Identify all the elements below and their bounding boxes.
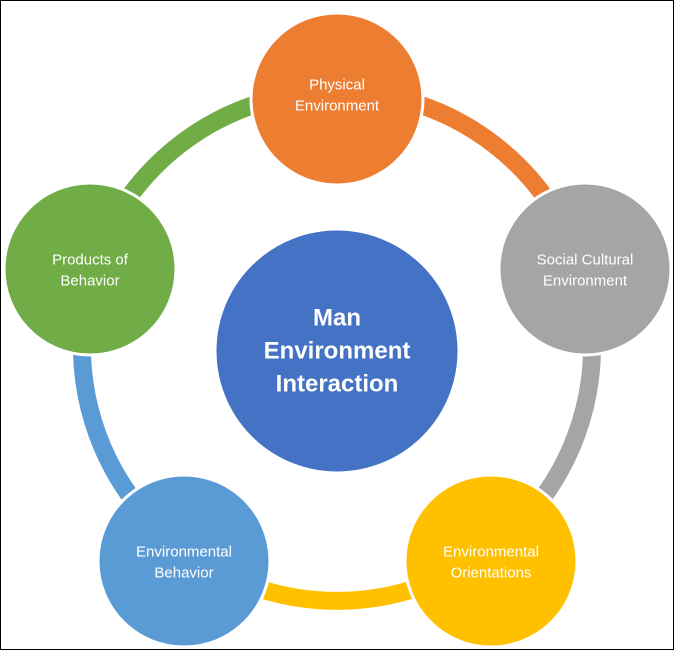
arc-physical-to-social (408, 93, 564, 218)
node-social-line-1: Social Cultural (537, 251, 634, 268)
node-social-circle (497, 181, 673, 357)
center-node: Man Environment Interaction (213, 227, 461, 475)
center-line-2: Environment (264, 337, 411, 364)
node-orientations-line-1: Environmental (443, 543, 539, 560)
node-physical-line-2: Environment (295, 97, 380, 114)
node-products-circle (2, 181, 178, 357)
center-line-1: Man (313, 304, 361, 331)
arc-products-to-physical (110, 93, 266, 218)
node-products-of-behavior: Products of Behavior (2, 181, 178, 357)
node-environmental-orientations: Environmental Orientations (403, 473, 579, 649)
node-social-line-2: Environment (543, 272, 628, 289)
arc-orientations-to-behavior (254, 579, 420, 610)
center-line-3: Interaction (276, 370, 399, 397)
node-behavior-circle (96, 473, 272, 649)
node-behavior-line-2: Behavior (154, 564, 213, 581)
node-orientations-circle (403, 473, 579, 649)
center-circle (213, 227, 461, 475)
node-behavior-line-1: Environmental (136, 543, 232, 560)
arc-behavior-to-products (73, 349, 148, 516)
node-products-line-2: Behavior (60, 272, 119, 289)
arc-social-to-orientations (526, 349, 601, 516)
node-products-line-1: Products of (52, 251, 129, 268)
node-physical-environment: Physical Environment (249, 11, 425, 187)
node-social-cultural-environment: Social Cultural Environment (497, 181, 673, 357)
node-physical-line-1: Physical (309, 76, 365, 93)
node-environmental-behavior: Environmental Behavior (96, 473, 272, 649)
node-physical-circle (249, 11, 425, 187)
node-orientations-line-2: Orientations (451, 564, 532, 581)
